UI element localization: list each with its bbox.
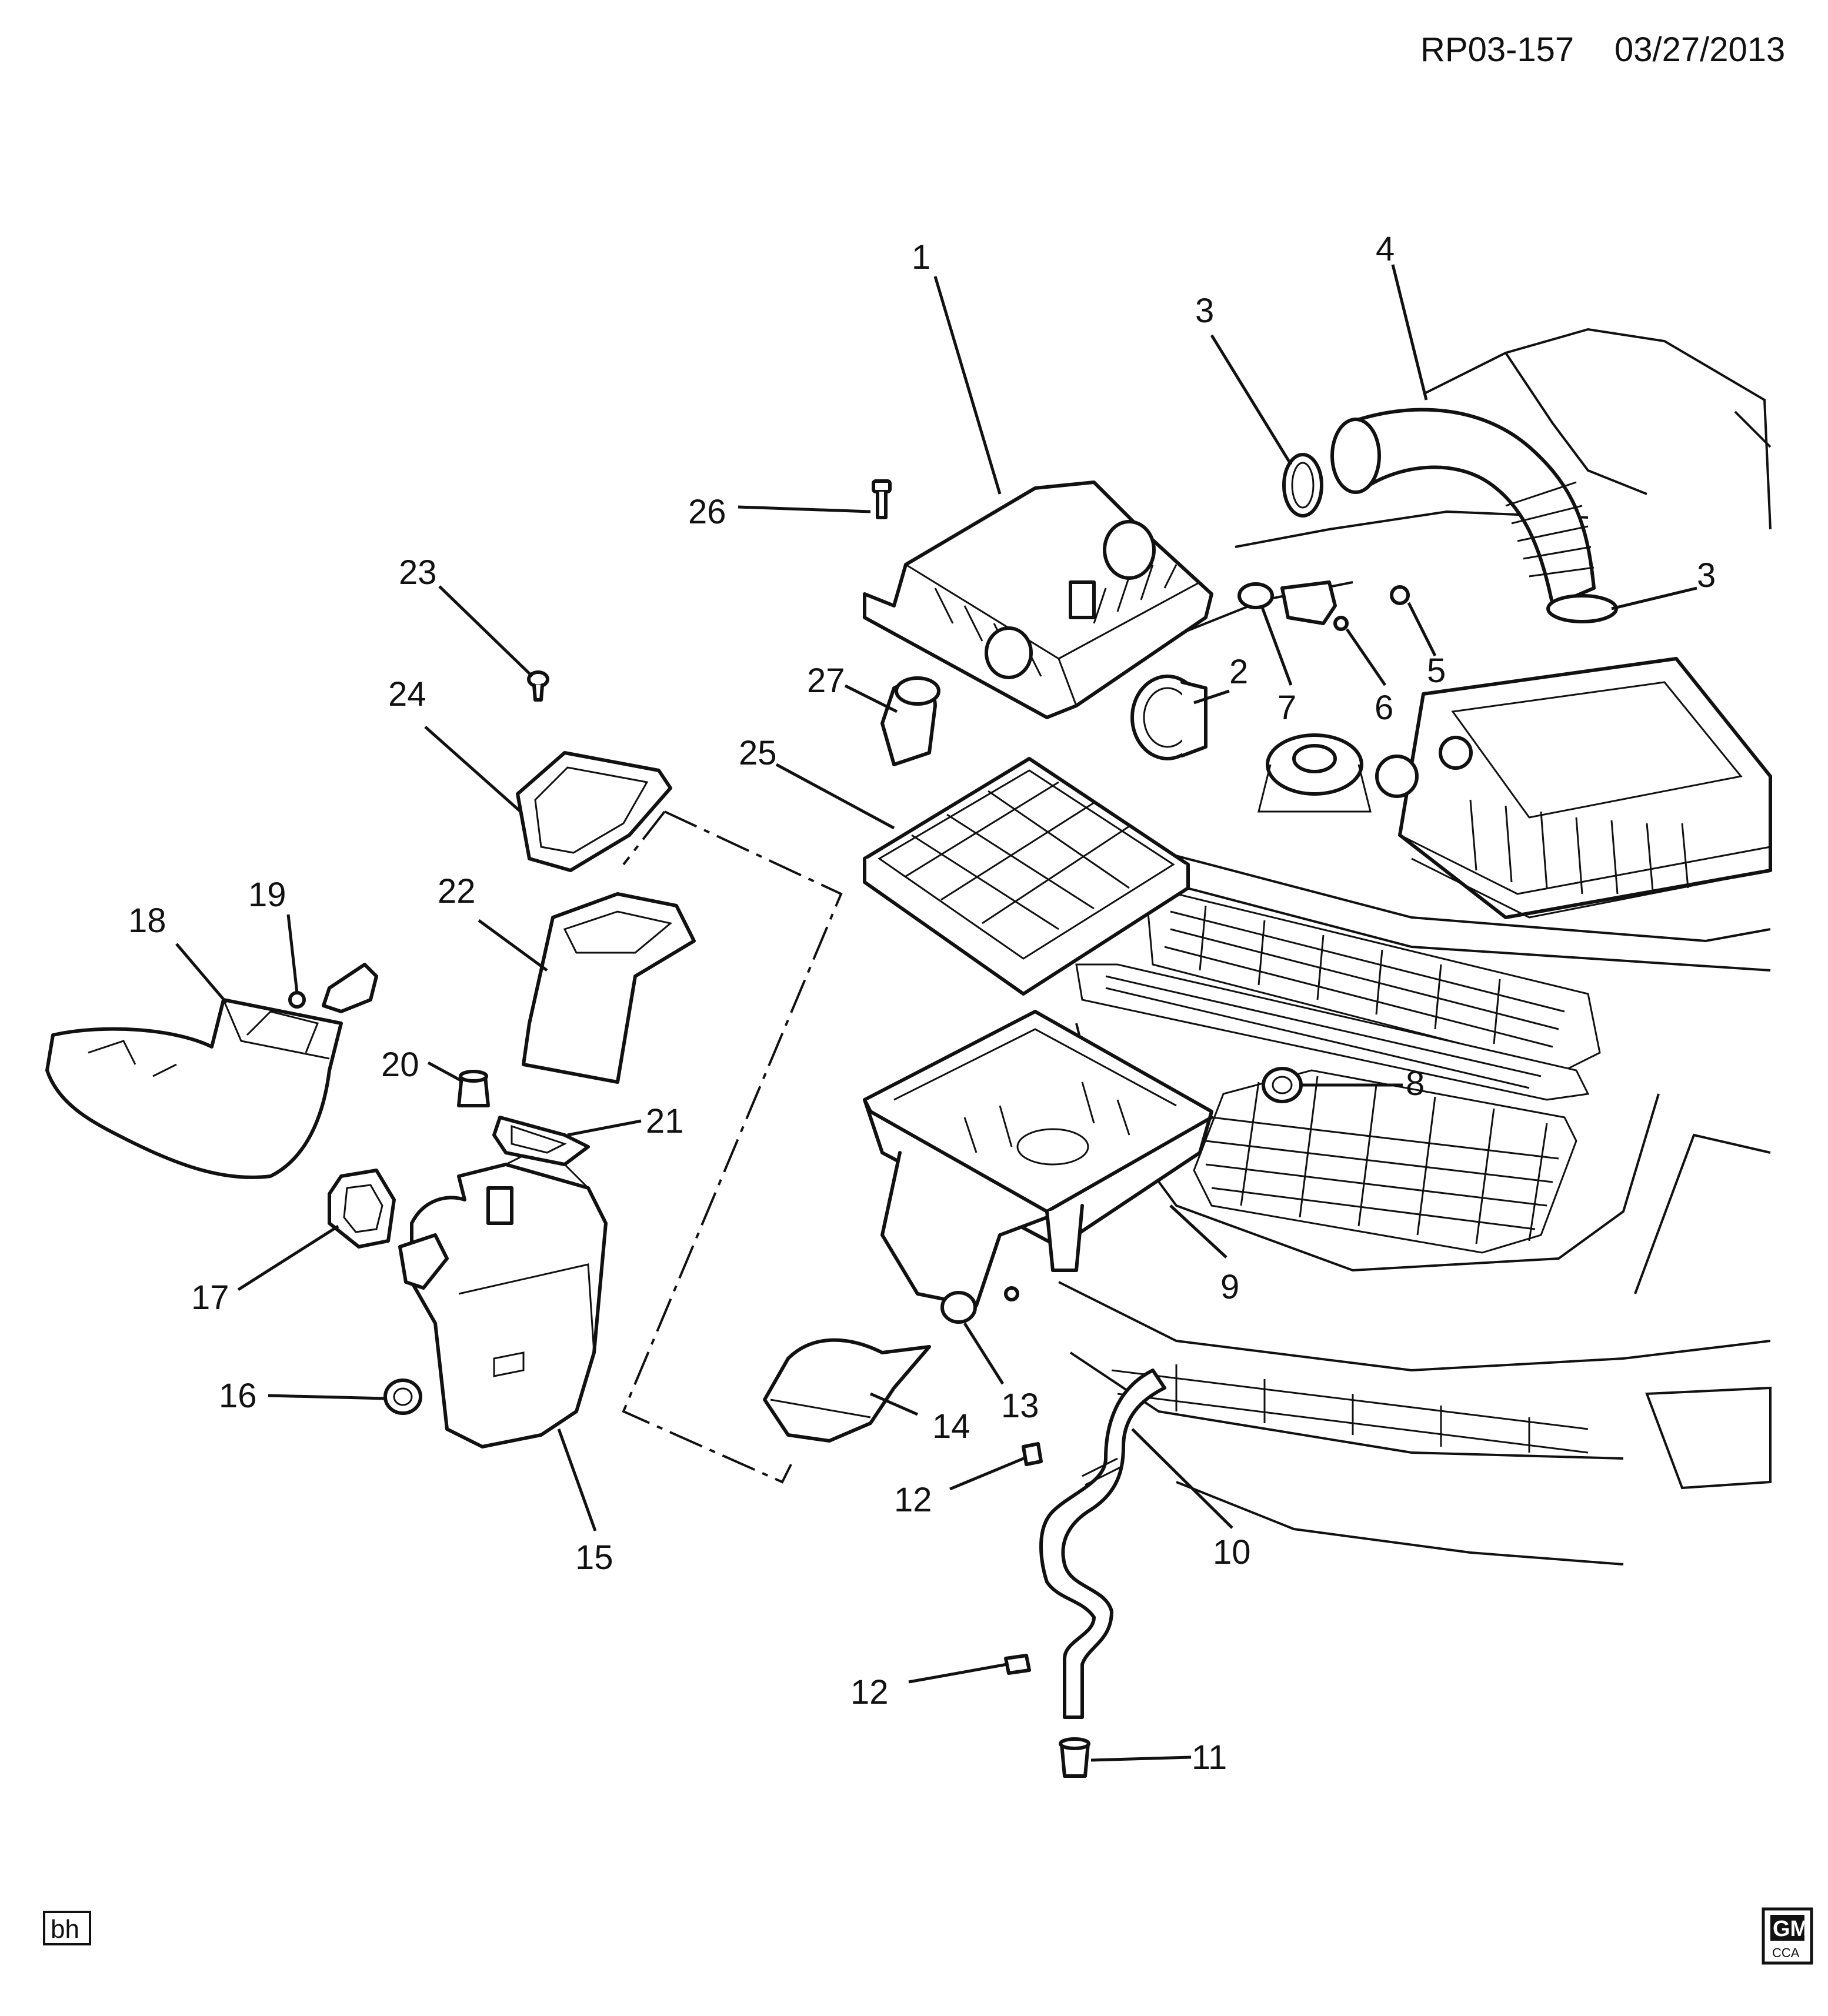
seal-21: [492, 1116, 590, 1166]
air-filter-element: [863, 757, 1190, 996]
grommet-8: [1262, 1067, 1303, 1103]
drain-valve-11: [1059, 1737, 1090, 1778]
callout-6: 6: [1375, 689, 1393, 727]
callout-13: 13: [1001, 1387, 1039, 1425]
bolt-26: [872, 479, 892, 519]
grommet-16: [383, 1379, 422, 1415]
callout-20: 20: [381, 1046, 419, 1084]
intake-duct-18: [45, 998, 343, 1179]
vehicle-front-background: [1058, 328, 1772, 1566]
assembly-boundary: [622, 810, 843, 1484]
callout-10: 10: [1213, 1533, 1251, 1571]
clip-12-upper: [1022, 1442, 1043, 1466]
outlet-duct-4: [1330, 408, 1596, 608]
callout-9: 9: [1220, 1268, 1239, 1306]
intake-duct-22: [522, 892, 696, 1084]
callout-3-upper: 3: [1195, 292, 1214, 330]
callout-27: 27: [807, 662, 845, 700]
logo-cca-text: CCA: [1772, 1945, 1800, 1960]
resonator-box-15: [398, 1151, 608, 1448]
callout-8: 8: [1406, 1064, 1425, 1103]
clamp-3-lower: [1546, 594, 1618, 623]
air-cleaner-upper-housing: [863, 480, 1213, 719]
air-cleaner-lower-housing: [863, 1010, 1213, 1307]
callout-7: 7: [1277, 689, 1296, 727]
callout-24: 24: [388, 675, 426, 713]
callout-labels: 1 2 3 3 4 5 6 7 8 9 10 11 12 12 13 14 15…: [128, 230, 1716, 1777]
callout-3-lower: 3: [1697, 556, 1716, 595]
push-pin-23: [527, 670, 549, 702]
callout-25: 25: [739, 734, 777, 772]
duct-14: [763, 1338, 931, 1443]
resonator-2: [1130, 675, 1207, 760]
diagram-ref-code: RP03-157: [1420, 31, 1574, 69]
callout-18: 18: [128, 902, 166, 940]
callout-21: 21: [646, 1102, 684, 1140]
grommet-13: [940, 1286, 1019, 1324]
bracket-19: [288, 963, 378, 1013]
gm-cca-logo: GM CCA: [1762, 1907, 1813, 1965]
callout-15: 15: [575, 1538, 613, 1577]
seal-24: [516, 751, 672, 872]
callout-5: 5: [1427, 652, 1446, 690]
sensor-6: [1280, 580, 1349, 631]
callout-12-upper: 12: [894, 1481, 932, 1519]
callout-19: 19: [248, 876, 286, 914]
leader-lines: [175, 264, 1697, 1762]
screw-5: [1390, 585, 1410, 605]
callout-2: 2: [1229, 653, 1248, 691]
callout-12-lower: 12: [850, 1673, 889, 1711]
assembly-boundary-arc: [622, 810, 666, 866]
callout-4: 4: [1376, 230, 1395, 268]
callout-17: 17: [191, 1279, 229, 1317]
stud-20: [457, 1070, 490, 1107]
callout-14: 14: [932, 1407, 970, 1446]
author-initials: bh: [51, 1915, 79, 1944]
callout-1: 1: [912, 238, 930, 276]
drain-hose-10: [1039, 1369, 1166, 1719]
callout-16: 16: [219, 1377, 257, 1415]
clamp-3-upper: [1282, 453, 1323, 518]
callout-11: 11: [1192, 1738, 1227, 1777]
callout-23: 23: [399, 553, 437, 592]
author-initials-box: bh: [43, 1911, 91, 1945]
clip-12-lower: [1004, 1654, 1031, 1675]
hose-elbow-27: [880, 676, 940, 766]
diagram-date: 03/27/2013: [1614, 31, 1785, 69]
logo-gm-text: GM: [1773, 1917, 1809, 1941]
callout-22: 22: [438, 872, 476, 910]
callout-26: 26: [688, 493, 726, 531]
seal-7: [1237, 582, 1274, 609]
seal-17: [328, 1169, 396, 1249]
